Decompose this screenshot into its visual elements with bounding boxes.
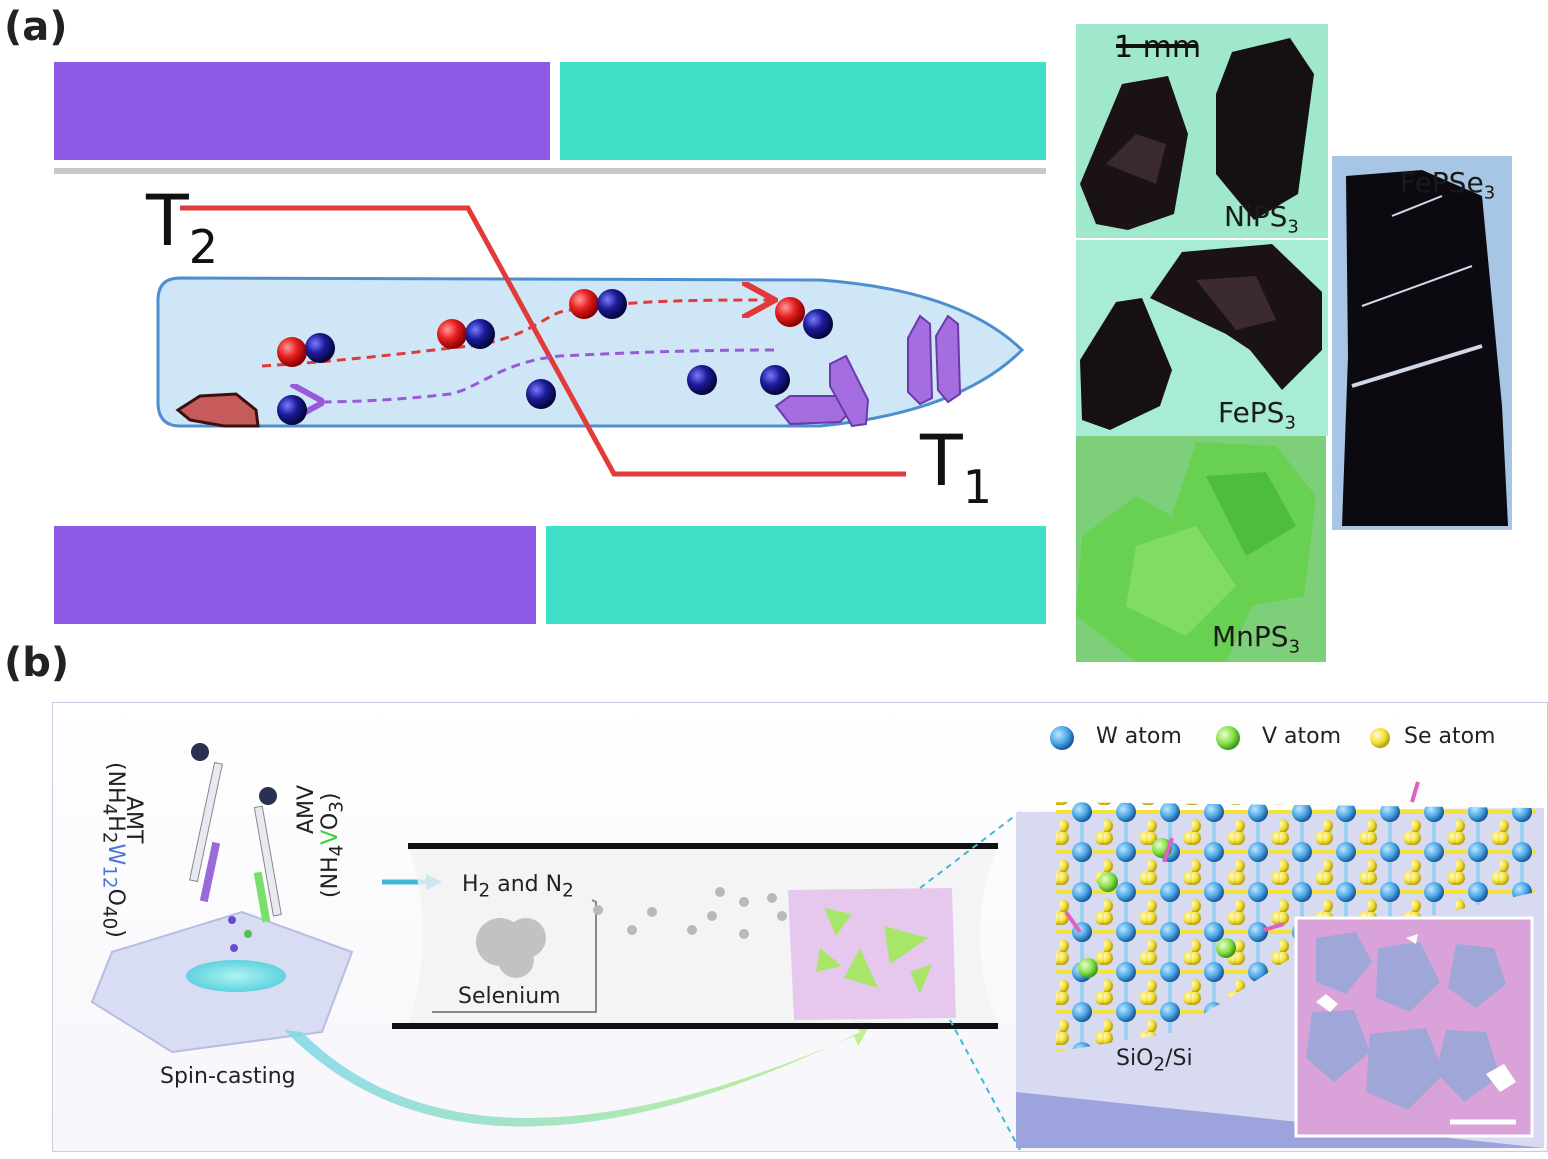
t2-label: T2 [146, 180, 219, 274]
free-atom [526, 379, 556, 409]
synthesis-scheme [90, 743, 1021, 1150]
scale-bar-label: 1 mm [1114, 30, 1202, 65]
panel-b-label: (b) [4, 640, 70, 686]
amv-label: AMV [294, 784, 319, 834]
spin-casting-label: Spin-casting [160, 1064, 296, 1089]
feps3-label: FePS3 [1218, 396, 1296, 434]
process-arrow [284, 1020, 872, 1127]
nips3-photo [1076, 24, 1328, 238]
selenium-boat [432, 899, 597, 1013]
nips3-label: NiPS3 [1224, 200, 1299, 238]
selenium-powder [476, 918, 546, 978]
substrate-label: SiO2/Si [1116, 1046, 1193, 1076]
amv-pipette [244, 787, 282, 938]
mnps3-label: MnPS3 [1212, 620, 1301, 658]
free-atom [760, 365, 790, 395]
selenium-label: Selenium [458, 984, 561, 1009]
furnace-hot-zone-top [54, 62, 550, 160]
legend-se-atom: Se atom [1404, 724, 1496, 749]
amt-formula: (NH4H2W12O40) [98, 762, 128, 938]
tube-wall-line [54, 168, 1046, 174]
zoom-guide-lines [919, 811, 1021, 1150]
feps3-photo [1076, 240, 1328, 436]
atomic-structure-view [1016, 726, 1544, 1148]
growth-substrate [788, 888, 956, 1020]
mnps3-photo [1076, 436, 1326, 662]
furnace-hot-zone-bottom [54, 526, 536, 624]
transport-molecule [277, 333, 335, 367]
furnace-cold-zone-bottom [546, 526, 1046, 624]
amt-pipette [189, 743, 238, 952]
fepse3-label: FePSe3 [1400, 166, 1496, 204]
grown-crystals [774, 314, 962, 428]
tmd-flakes [816, 908, 932, 994]
spin-arrows [1064, 781, 1420, 934]
gas-label: H2 and N2 [462, 872, 574, 902]
transport-molecule [775, 297, 833, 339]
panel-a-label: (a) [4, 4, 68, 50]
legend-w-atom: W atom [1096, 724, 1182, 749]
t1-label: T1 [920, 420, 993, 514]
free-atom [277, 395, 307, 425]
flake-domains [1306, 932, 1506, 1110]
furnace-cold-zone-top [560, 62, 1046, 160]
precursor-droplet [186, 960, 286, 992]
fepse3-photo [1332, 156, 1512, 530]
source-material [175, 392, 260, 428]
amv-formula: (NH4VO3) [318, 792, 348, 898]
temperature-profile-line [180, 205, 906, 477]
legend-v-atom: V atom [1262, 724, 1342, 749]
free-atom [687, 365, 717, 395]
transport-molecule [569, 289, 627, 319]
return-transport-path [318, 348, 775, 402]
cvt-ampoule-diagram [156, 205, 1025, 477]
transport-molecule [437, 319, 495, 349]
